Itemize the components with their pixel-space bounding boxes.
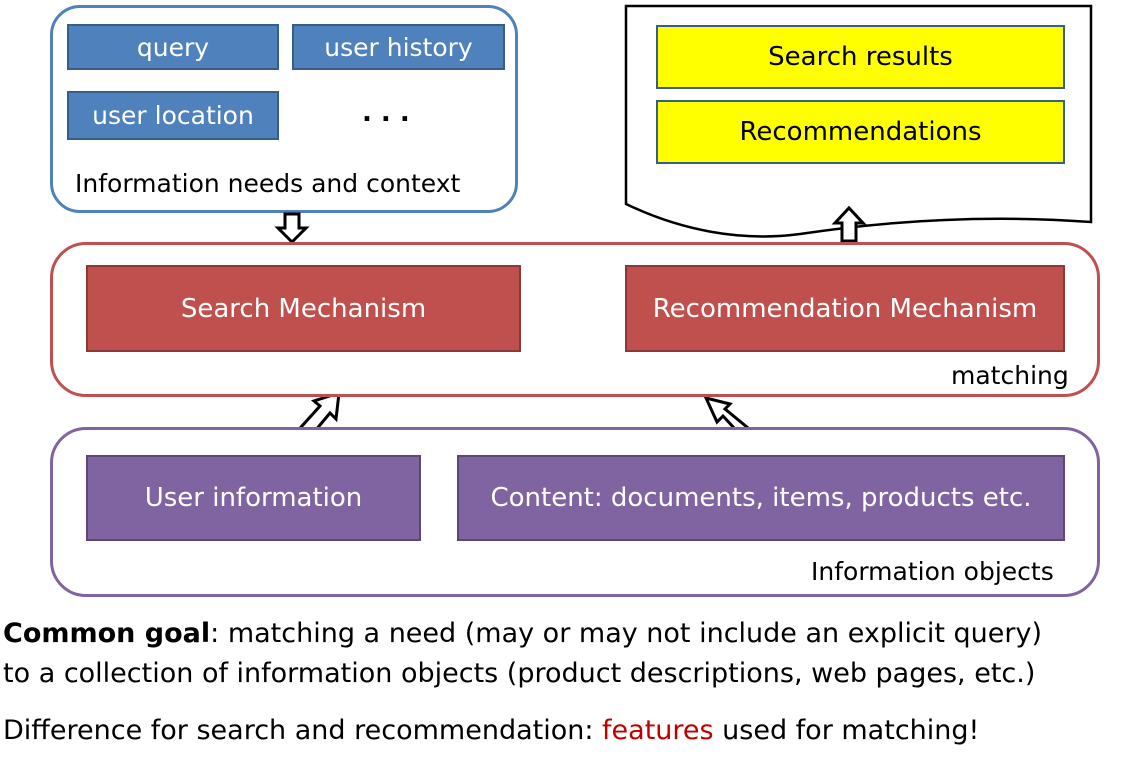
common-goal-label: Common goal xyxy=(3,618,211,649)
user-information-box: User information xyxy=(86,455,421,541)
difference-prefix: Difference for search and recommendation… xyxy=(3,715,603,746)
user-location-box: user location xyxy=(67,91,279,140)
query-box: query xyxy=(67,24,279,70)
common-goal-text: : matching a need (may or may not includ… xyxy=(210,618,1042,649)
common-goal-line-1: Common goal: matching a need (may or may… xyxy=(3,615,1042,653)
objects-caption: Information objects xyxy=(811,557,1054,586)
recommendations-box: Recommendations xyxy=(656,100,1065,164)
difference-suffix: used for matching! xyxy=(713,715,980,746)
search-results-box: Search results xyxy=(656,25,1065,89)
needs-caption: Information needs and context xyxy=(75,169,461,198)
up-arrow-icon xyxy=(831,205,867,243)
user-history-box: user history xyxy=(292,24,505,70)
matching-caption: matching xyxy=(951,361,1069,390)
recommendation-mechanism-box: Recommendation Mechanism xyxy=(625,265,1065,352)
features-highlight: features xyxy=(602,715,714,746)
content-box: Content: documents, items, products etc. xyxy=(457,455,1065,541)
ellipsis: . . . xyxy=(362,98,410,128)
difference-line: Difference for search and recommendation… xyxy=(3,712,979,750)
search-mechanism-box: Search Mechanism xyxy=(86,265,521,352)
down-arrow-icon xyxy=(274,212,310,245)
common-goal-line-2: to a collection of information objects (… xyxy=(3,658,1036,689)
